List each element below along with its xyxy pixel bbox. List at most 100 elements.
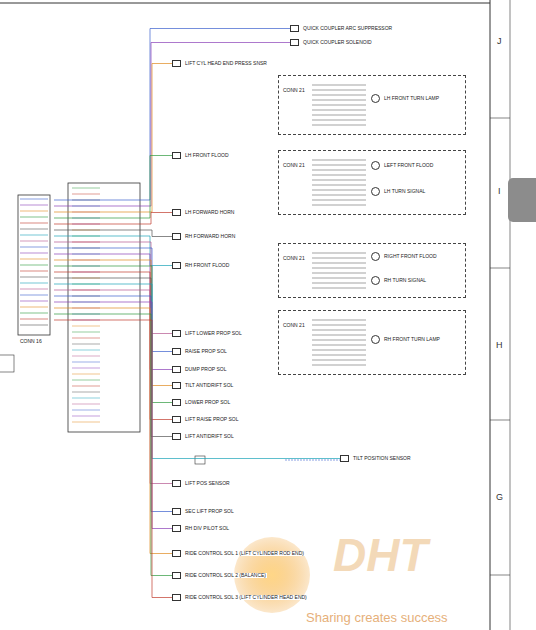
component-label: QUICK COUPLER ARC SUPPRESSOR (302, 26, 393, 32)
wire (54, 290, 172, 484)
connector-plug (172, 508, 181, 515)
lamp-component: RIGHT FRONT FLOOD (371, 252, 438, 261)
connector-plug (172, 550, 181, 557)
wire (54, 248, 172, 352)
component-label: LIFT LOWER PROP SOL (184, 331, 243, 337)
lamp-wire (312, 253, 366, 254)
lamp-wire (312, 360, 366, 361)
lamp-wire (312, 258, 366, 259)
wire (54, 272, 172, 420)
harness-stub (72, 416, 100, 417)
lamp-component: LH FRONT TURN LAMP (371, 94, 440, 103)
lamp-symbol (371, 94, 380, 103)
lamp-wire (312, 190, 366, 191)
wire (54, 296, 172, 512)
component-label: RAISE PROP SOL (184, 349, 228, 355)
harness-stub (72, 392, 100, 393)
lamp-wire (312, 268, 366, 269)
component-connector: TILT ANTIDRIFT SOL (172, 382, 234, 389)
pin-row (20, 205, 48, 206)
lamp-wire (312, 273, 366, 274)
harness-stub (72, 362, 100, 363)
component-label: LH FORWARD HORN (184, 210, 235, 216)
lamp-wire (312, 345, 366, 346)
component-label: LIFT POS SENSOR (184, 481, 231, 487)
harness-stub (72, 188, 100, 189)
lamp-component: RH FRONT TURN LAMP (371, 335, 441, 344)
wire (54, 302, 172, 529)
component-connector: SEC LIFT PROP SOL (172, 508, 235, 515)
dashed-option-box: CONN 21 RIGHT FRONT FLOOD RH TURN SIGNAL (278, 243, 466, 298)
lamp-wire (312, 85, 366, 86)
harness-stub (72, 380, 100, 381)
lamp-wire (312, 200, 366, 201)
pin-row (20, 241, 48, 242)
component-connector: DUMP PROP SOL (172, 366, 228, 373)
connector-plug (172, 60, 181, 67)
pin-row (20, 247, 48, 248)
component-connector: RAISE PROP SOL (172, 348, 228, 355)
component-connector: RH FORWARD HORN (172, 233, 236, 240)
lamp-symbol (371, 187, 380, 196)
zone-letter: I (498, 186, 501, 196)
lamp-wire (312, 105, 366, 106)
connector-name: CONN 16 (20, 339, 42, 345)
lamp-wire (312, 205, 366, 206)
sensor-wire (285, 460, 340, 461)
lamp-symbol (371, 335, 380, 344)
harness-stub (72, 194, 100, 195)
wire (54, 236, 172, 266)
component-label: QUICK COUPLER SOLENOID (302, 40, 373, 46)
zone-ticks (490, 118, 510, 575)
lamp-wire (312, 335, 366, 336)
pin-row (20, 265, 48, 266)
component-label: LOWER PROP SOL (184, 400, 231, 406)
connector-block: CONN 16 (16, 195, 54, 345)
lamp-wire (312, 110, 366, 111)
dashed-option-box: CONN 21 LEFT FRONT FLOOD LH TURN SIGNAL (278, 150, 466, 215)
wire (54, 254, 172, 370)
harness-stub (72, 398, 100, 399)
lamp-wire (312, 288, 366, 289)
connector-plug (172, 262, 181, 269)
component-connector: TILT POSITION SENSOR (340, 455, 412, 462)
lamp-wire (312, 90, 366, 91)
lamp-wire (312, 325, 366, 326)
lamp-component: RH TURN SIGNAL (371, 276, 427, 285)
wire (54, 64, 172, 213)
lamp-symbol (371, 252, 380, 261)
lamp-wire (312, 195, 366, 196)
connector-plug (290, 39, 299, 46)
component-label: LEFT FRONT FLOOD (383, 163, 434, 169)
lamp-wire (312, 180, 366, 181)
connector-plug (290, 25, 299, 32)
pin-row (20, 313, 48, 314)
component-connector: RIDE CONTROL SOL 3 (LIFT CYLINDER HEAD E… (172, 594, 308, 601)
component-label: RIDE CONTROL SOL 1 (LIFT CYLINDER ROD EN… (184, 551, 305, 557)
component-label: LH TURN SIGNAL (383, 189, 426, 195)
connector-name: CONN 21 (283, 163, 305, 169)
wire (54, 260, 172, 386)
component-connector: LH FRONT FLOOD (172, 152, 230, 159)
connector-name: CONN 21 (283, 256, 305, 262)
connector-pin-block (18, 195, 50, 335)
pin-row (20, 211, 48, 212)
pin-row (20, 271, 48, 272)
component-connector: LIFT CYL HEAD END PRESS SNSR (172, 60, 268, 67)
pin-row (20, 229, 48, 230)
wire (54, 43, 290, 207)
wire (54, 314, 172, 576)
pin-row (20, 289, 48, 290)
harness-stub (72, 410, 100, 411)
lamp-wire (312, 340, 366, 341)
lamp-component: LEFT FRONT FLOOD (371, 161, 434, 170)
lamp-wire (312, 320, 366, 321)
component-label: RIDE CONTROL SOL 3 (LIFT CYLINDER HEAD E… (184, 595, 308, 601)
lamp-wire (312, 160, 366, 161)
connector-plug (172, 330, 181, 337)
frame-line (0, 3, 490, 4)
lamp-wire (312, 170, 366, 171)
lamp-wire (312, 175, 366, 176)
